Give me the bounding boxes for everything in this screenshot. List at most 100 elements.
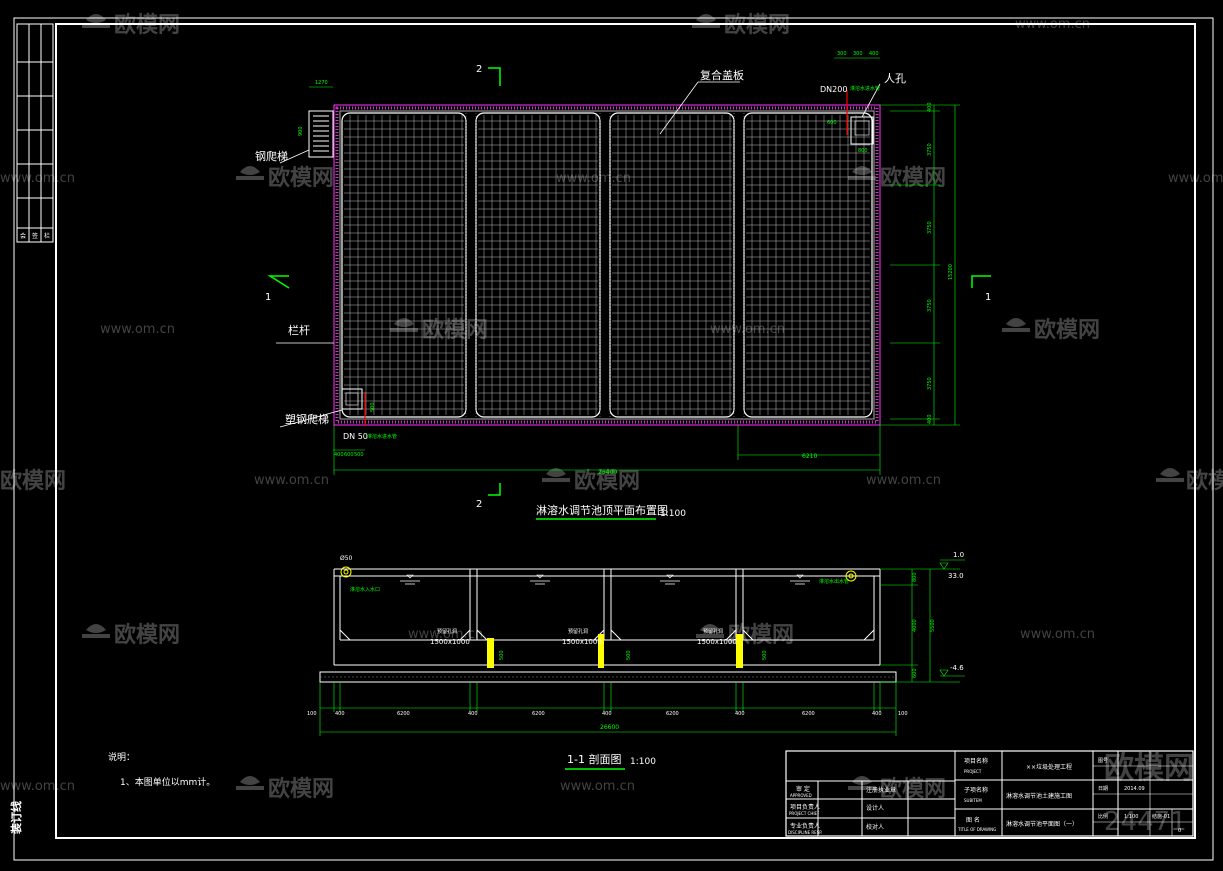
dim-side-cell-1: 3750 bbox=[927, 143, 933, 156]
watermark-url: www.om.cn bbox=[556, 171, 631, 186]
title-block: 审 定 APPROVED 项目负责人 PROJECT CHIEF 专业负责人 D… bbox=[785, 750, 1194, 837]
cover-mesh bbox=[612, 115, 732, 415]
hole-size-1: 1500x1000 bbox=[430, 638, 470, 646]
dim-side-cell-3: 3750 bbox=[927, 299, 933, 312]
dim-bottom-small-1: 400 bbox=[334, 452, 344, 458]
tb-seal: 注册执业章 bbox=[866, 786, 896, 794]
label-dn50-pipe: 淋溶水进水管 bbox=[367, 433, 397, 440]
label-dn50: DN 50 bbox=[343, 432, 368, 441]
dim-sec-b-2: 400 bbox=[335, 711, 345, 717]
dim-sec-b-10: 400 bbox=[872, 711, 882, 717]
tb-project: ××垃圾处理工程 bbox=[1026, 763, 1072, 771]
section-mark-1-right: 1 bbox=[985, 292, 991, 303]
tank-outline bbox=[333, 104, 881, 426]
watermark-url: www.om.cn bbox=[100, 322, 175, 337]
hole-marker bbox=[736, 634, 743, 668]
tb-subitem: 淋溶水调节池土建施工图 bbox=[1006, 792, 1072, 800]
steel-ladder bbox=[308, 110, 334, 158]
elevation-3: -4.6 bbox=[950, 664, 964, 672]
section-mark-2-bottom: 2 bbox=[476, 499, 482, 510]
dim-top-2: 300 bbox=[853, 51, 863, 57]
dim-sec-b-5: 6200 bbox=[532, 711, 545, 717]
strip-char: 栏 bbox=[44, 232, 50, 240]
plan-scale: 1:100 bbox=[660, 509, 686, 519]
dim-top-3: 400 bbox=[869, 51, 879, 57]
tb-subitem-en: SUBITEM bbox=[964, 798, 982, 803]
dim-hole-h-2: 500 bbox=[626, 650, 632, 660]
tb-row-3-label: 专业负责人 bbox=[790, 822, 820, 830]
section-view: 预留孔洞 1500x1000 预留孔洞 1500x1000 预留孔洞 1500x… bbox=[307, 551, 965, 770]
watermark-logo: 欧模网 bbox=[696, 622, 794, 648]
notes-item: 1、本图单位以mm计。 bbox=[120, 776, 215, 788]
dim-side-end-bottom: 400 bbox=[927, 414, 933, 424]
dim-sec-b-4: 400 bbox=[468, 711, 478, 717]
bottom-ladder-hatch bbox=[341, 388, 363, 410]
cover-mesh bbox=[478, 115, 598, 415]
tb-designer: 设计人 bbox=[866, 804, 884, 812]
dim-sec-b-6: 400 bbox=[602, 711, 612, 717]
section-scale: 1:100 bbox=[630, 757, 656, 767]
dim-sec-b-1: 100 bbox=[307, 711, 317, 717]
hole-name: 预留孔洞 bbox=[437, 628, 457, 635]
watermark-brand: 欧模网 bbox=[880, 776, 946, 802]
tb-project-en: PROJECT bbox=[964, 769, 982, 774]
tb-row-2-label: 项目负责人 bbox=[790, 803, 820, 811]
hole-size-2: 1500x1000 bbox=[562, 638, 602, 646]
cover-panel bbox=[609, 112, 735, 418]
watermark-url: www.om.cn bbox=[560, 779, 635, 794]
tb-right-3: 比例 bbox=[1098, 813, 1108, 820]
cover-panel bbox=[743, 112, 873, 418]
tb-row-1-label: 审 定 bbox=[796, 785, 810, 793]
tb-row-1-en: APPROVED bbox=[790, 793, 812, 798]
hole-marker bbox=[487, 638, 494, 668]
watermark-brand: 欧模网 bbox=[422, 317, 488, 343]
watermark-url: www.om.cn bbox=[1020, 627, 1095, 642]
dim-side-cell-4: 3750 bbox=[927, 377, 933, 390]
watermark-brand: 欧模网 bbox=[268, 165, 334, 191]
dim-sec-b-8: 400 bbox=[735, 711, 745, 717]
notes-heading: 说明： bbox=[108, 751, 135, 763]
dim-manhole-1: 600 bbox=[827, 120, 837, 126]
dim-bottom-small-3: 500 bbox=[354, 452, 364, 458]
watermark-logo: 欧模网 bbox=[390, 317, 488, 343]
tb-drawing-en: TITLE OF DRAWING bbox=[957, 827, 996, 832]
watermark-url: www.om.cn bbox=[0, 171, 75, 186]
dim-plan-total: 26400 bbox=[598, 469, 617, 476]
dim-sec-r-1: 800 bbox=[912, 572, 918, 582]
cover-panel bbox=[341, 112, 467, 418]
tb-row-2-en: PROJECT CHIEF bbox=[789, 811, 820, 816]
left-signoff-strip: 会 签 栏 bbox=[16, 23, 54, 243]
tb-right-5: 1:100 bbox=[1124, 814, 1138, 820]
dim-ladder-width: 1270 bbox=[315, 80, 328, 86]
dim-ladder-height: 900 bbox=[298, 126, 304, 136]
strip-char: 签 bbox=[32, 232, 38, 240]
strip-char: 会 bbox=[20, 232, 26, 240]
plan-title: 淋溶水调节池顶平面布置图 bbox=[536, 503, 668, 517]
watermark-url: www.om.cn bbox=[0, 779, 75, 794]
binding-line-label: 装订线 bbox=[9, 801, 23, 835]
tb-right-2: 日期 bbox=[1098, 786, 1108, 792]
label-manhole: 人孔 bbox=[884, 72, 906, 85]
watermark-brand: 欧模网 bbox=[574, 468, 640, 494]
cover-panel bbox=[475, 112, 601, 418]
plan-view: 1270 900 钢爬梯 栏杆 塑钢爬梯 DN 50 淋溶水进水管 500 40… bbox=[255, 51, 991, 520]
dim-hole-h-3: 500 bbox=[762, 650, 768, 660]
label-railing: 栏杆 bbox=[288, 323, 310, 337]
watermark-brand: 欧模网 bbox=[880, 165, 946, 191]
inlet-pipe bbox=[340, 566, 352, 578]
outlet-pipe bbox=[845, 570, 857, 582]
outlet-label: 淋溶水出水管 bbox=[819, 578, 849, 585]
label-steel-ladder: 钢爬梯 bbox=[255, 150, 288, 163]
dim-sec-b-7: 6200 bbox=[666, 711, 679, 717]
dim-sec-r-3: 5500 bbox=[930, 619, 936, 632]
dim-sec-r-2: 4000 bbox=[912, 619, 918, 632]
tb-checker: 校对人 bbox=[866, 823, 884, 831]
dim-sec-b-3: 6200 bbox=[397, 711, 410, 717]
label-dn200-pipe: 淋溶水进水管 bbox=[850, 85, 880, 92]
tb-right-7: 0 bbox=[1178, 828, 1181, 834]
hole-marker bbox=[598, 634, 604, 668]
watermark-logo: 欧模网 bbox=[82, 622, 180, 648]
watermark-brand: 欧模网 bbox=[1186, 468, 1223, 494]
watermark-url: www.om.cn bbox=[254, 473, 329, 488]
watermark-logo: 欧模网 bbox=[1002, 317, 1100, 343]
